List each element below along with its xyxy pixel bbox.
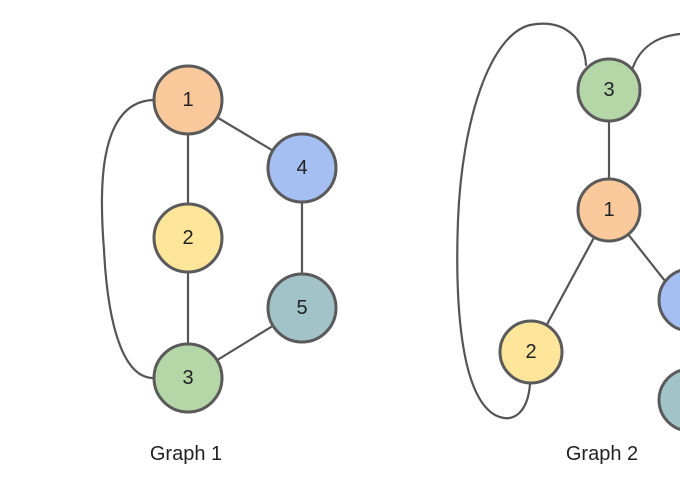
graph2-caption: Graph 2	[566, 443, 638, 465]
graph1-node-1-label: 1	[182, 89, 193, 111]
graph1-edge-1-3	[100, 98, 157, 380]
graph2-node-1: 1	[576, 177, 642, 243]
graph2-node-2-circle	[498, 319, 564, 385]
graph1-node-5: 5	[266, 272, 338, 344]
graph1-node-4: 4	[266, 132, 338, 204]
graph2-node-4	[657, 269, 680, 331]
graph1-node-2: 2	[152, 202, 224, 274]
graph2-node-1-label: 1	[603, 199, 614, 221]
graph1-node-3-circle	[152, 342, 224, 414]
graph2-node-2: 2	[498, 319, 564, 385]
graph2-node-5	[657, 369, 680, 431]
graph2-edge-2-3	[456, 22, 588, 420]
graph2-node-3-label: 3	[603, 79, 614, 101]
graph2-node-3-circle	[576, 57, 642, 123]
graph2-edge-3-5	[630, 32, 680, 72]
graph1-caption: Graph 1	[150, 443, 222, 465]
graph1-node-4-circle	[266, 132, 338, 204]
graph2-node-4-circle	[657, 269, 680, 331]
graph1-node-2-label: 2	[182, 227, 193, 249]
graph1-node-2-circle	[152, 202, 224, 274]
graph2-node-5-circle	[657, 369, 680, 431]
graph2-node-3: 3	[576, 57, 642, 123]
graph2-node-1-circle	[576, 177, 642, 243]
graph1-node-3-label: 3	[182, 367, 193, 389]
graph1-node-5-circle	[266, 272, 338, 344]
graph2-node-2-label: 2	[525, 341, 536, 363]
graph2-edges	[456, 22, 680, 420]
graph1-node-1-circle	[152, 64, 224, 136]
graph1-node-5-label: 5	[296, 297, 307, 319]
graph1-node-1: 1	[152, 64, 224, 136]
graph1-node-4-label: 4	[296, 157, 307, 179]
graph1-node-3: 3	[152, 342, 224, 414]
